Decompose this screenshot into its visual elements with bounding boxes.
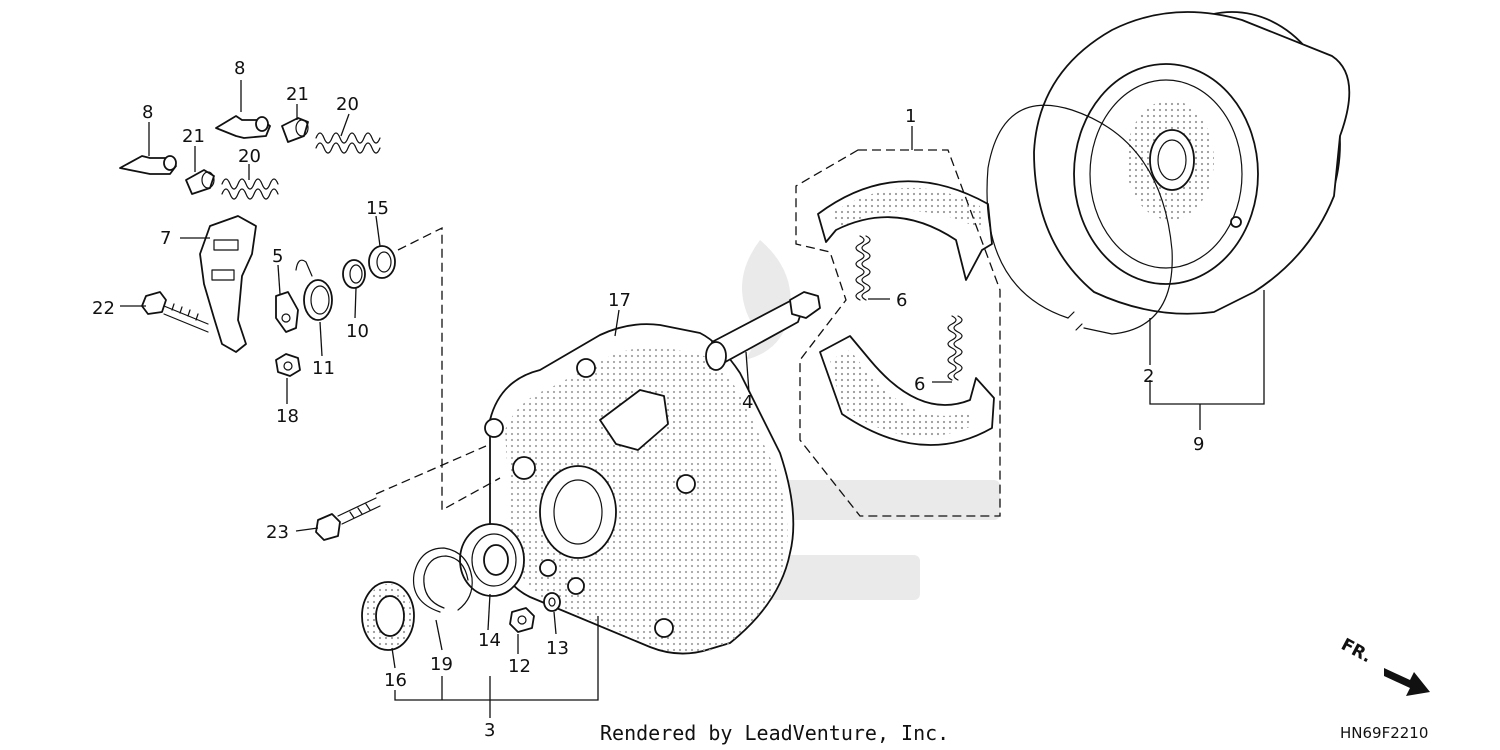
- callout-18: 18: [276, 406, 299, 427]
- callout-11: 11: [312, 358, 335, 379]
- callout-10: 10: [346, 321, 369, 342]
- callout-21-upper: 21: [286, 84, 309, 105]
- group-outline-1: [795, 149, 1001, 517]
- seal-15: [368, 245, 396, 279]
- backing-plate-17: [484, 323, 795, 655]
- callout-2: 2: [1143, 366, 1154, 387]
- bolt-12: [509, 607, 535, 633]
- callout-13: 13: [546, 638, 569, 659]
- brake-shoe-lower: [819, 335, 995, 446]
- callout-16: 16: [384, 670, 407, 691]
- callout-5: 5: [272, 246, 283, 267]
- callout-17: 17: [608, 290, 631, 311]
- cam-shaft-4: [705, 291, 821, 371]
- brake-drum-9: [1033, 11, 1351, 315]
- callout-14: 14: [478, 630, 501, 651]
- shoe-spring-6-lower: [947, 315, 963, 381]
- lever-8-upper: [215, 115, 271, 139]
- callout-7: 7: [160, 228, 171, 249]
- spring-20-lower: [221, 178, 279, 200]
- bearing-14: [459, 523, 525, 597]
- callout-8-upper: 8: [234, 58, 245, 79]
- group-outline-15: [397, 226, 501, 512]
- group-outline-23: [375, 445, 487, 495]
- brake-shoe-upper: [817, 180, 993, 281]
- oil-seal-16: [361, 581, 415, 651]
- callout-21-lower: 21: [182, 126, 205, 147]
- washer-13: [543, 592, 561, 612]
- bolt-22: [141, 291, 209, 333]
- ring-2: [986, 104, 1173, 335]
- plate-5: [275, 291, 299, 333]
- callout-9: 9: [1193, 434, 1204, 455]
- brake-arm-7: [199, 215, 257, 353]
- collar-21-upper: [281, 117, 309, 143]
- render-credit: Rendered by LeadVenture, Inc.: [600, 721, 949, 745]
- callout-6-upper: 6: [896, 290, 907, 311]
- return-spring-11: [295, 259, 333, 321]
- callout-23: 23: [266, 522, 289, 543]
- diagram-code: HN69F2210: [1340, 724, 1428, 742]
- callouts: 1 2 3 4 5 6 6 7 8 8 9 10 11 12 13 14 15 …: [92, 58, 1204, 741]
- callout-19: 19: [430, 654, 453, 675]
- callout-8-lower: 8: [142, 102, 153, 123]
- callout-15: 15: [366, 198, 389, 219]
- front-arrow-icon: [1384, 668, 1430, 696]
- seal-10: [342, 259, 366, 289]
- callout-1: 1: [905, 106, 916, 127]
- lever-8-lower: [119, 155, 177, 175]
- callout-4: 4: [742, 392, 753, 413]
- callout-6-lower: 6: [914, 374, 925, 395]
- front-label: FR.: [1338, 635, 1375, 667]
- bolt-23: [315, 497, 381, 541]
- spring-20-upper: [315, 132, 381, 154]
- callout-12: 12: [508, 656, 531, 677]
- leader-lines: [120, 80, 1265, 718]
- callout-20-upper: 20: [336, 94, 359, 115]
- shoe-spring-6-upper: [855, 235, 871, 301]
- nut-18: [275, 353, 301, 377]
- callout-3: 3: [484, 720, 495, 741]
- callout-22: 22: [92, 298, 115, 319]
- collar-21-lower: [185, 169, 215, 195]
- callout-20-lower: 20: [238, 146, 261, 167]
- front-direction-indicator: FR.: [1338, 635, 1430, 696]
- circlip-19: [412, 547, 473, 613]
